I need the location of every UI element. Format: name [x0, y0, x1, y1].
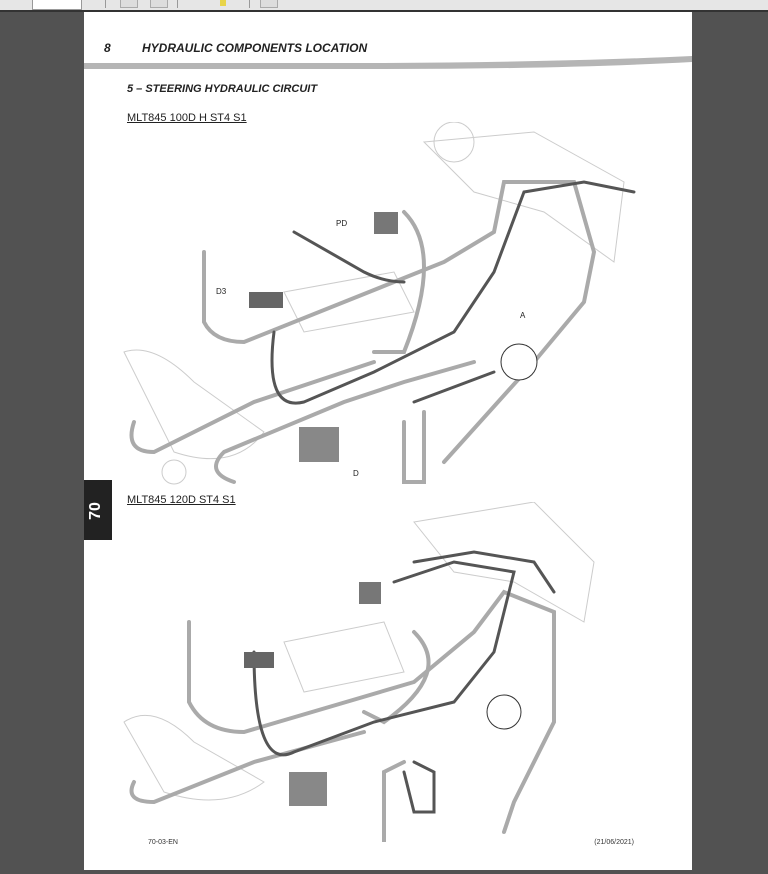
toolbar-separator	[177, 0, 178, 8]
distributor-d	[299, 427, 339, 462]
toolbar-separator	[105, 0, 106, 8]
model-title-2: MLT845 120D ST4 S1	[127, 494, 236, 506]
accumulator	[486, 694, 522, 730]
hydraulic-diagram-2	[123, 502, 595, 842]
page-number-input[interactable]	[32, 0, 82, 10]
chapter-tab: 70	[84, 480, 112, 540]
section-title: 5 – STEERING HYDRAULIC CIRCUIT	[127, 83, 318, 95]
toolbar-separator	[249, 0, 250, 8]
viewer-toolbar	[0, 0, 768, 12]
steering-unit	[359, 582, 381, 604]
hand-tool-icon[interactable]	[190, 0, 206, 6]
valve	[244, 652, 274, 668]
footer-doc-code: 70-03-EN	[148, 839, 178, 846]
view-button[interactable]	[260, 0, 278, 8]
steering-unit-pd	[374, 212, 398, 234]
chapter-number: 8	[104, 41, 111, 55]
valve-d3	[249, 292, 283, 308]
save-button[interactable]	[150, 0, 168, 8]
model-title-1: MLT845 100D H ST4 S1	[127, 112, 247, 124]
print-button[interactable]	[120, 0, 138, 8]
label-d3: D3	[216, 287, 227, 296]
label-pd: PD	[336, 219, 347, 228]
hydraulic-diagram-1: PD D3 A D	[123, 122, 636, 485]
document-page: 8 HYDRAULIC COMPONENTS LOCATION 5 – STEE…	[84, 12, 692, 870]
label-a: A	[520, 311, 526, 320]
header-swoosh	[84, 56, 692, 69]
accumulator-a	[500, 343, 538, 381]
highlight-tool-icon[interactable]	[220, 0, 226, 6]
footer-date: (21/06/2021)	[594, 839, 634, 846]
chapter-tab-label: 70	[86, 502, 104, 520]
label-d: D	[353, 469, 359, 478]
distributor	[289, 772, 327, 806]
chapter-title: HYDRAULIC COMPONENTS LOCATION	[142, 41, 368, 55]
